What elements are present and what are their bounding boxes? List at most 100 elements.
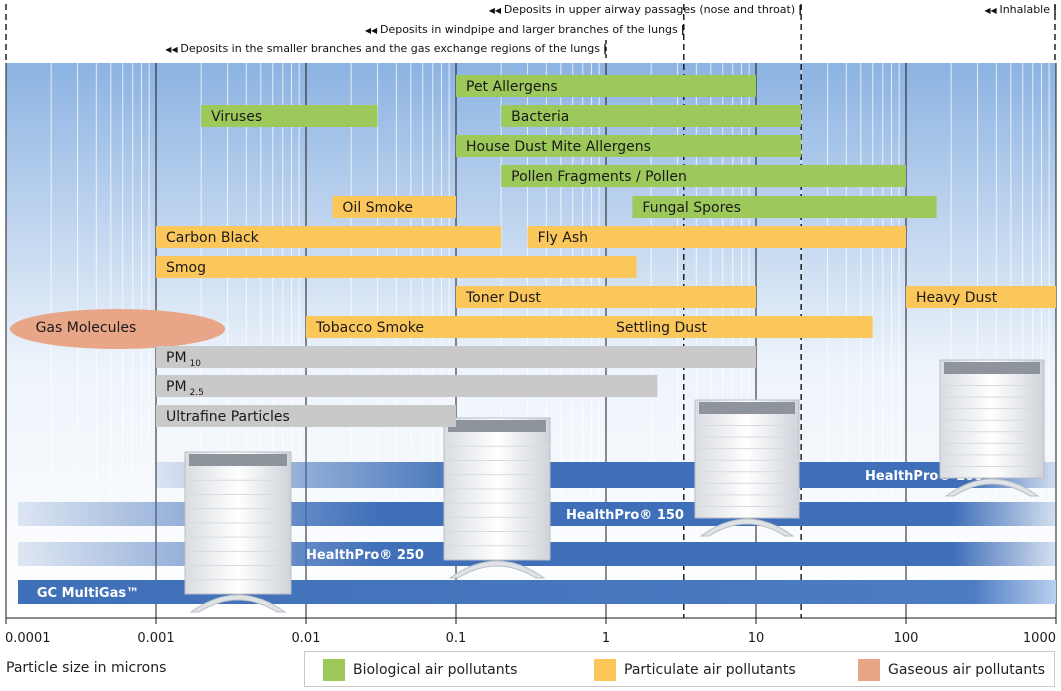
legend-label: Biological air pollutants [353,662,518,678]
pollutant-bar [332,196,456,218]
x-tick-label: 1 [602,631,610,646]
pollutant-name: Oil Smoke [342,200,413,216]
x-tick-label: 0.01 [292,631,321,646]
pollutant-bar [456,286,756,308]
pollutant-name: Ultrafine Particles [166,409,290,425]
pollutant-label: Heavy Dust [916,290,998,306]
pollutant-bar [156,346,756,368]
pollutant-name: House Dust Mite Allergens [466,139,651,155]
pollutant-bar [156,405,456,427]
zone-label: ◀◀ Deposits in upper airway passages (no… [489,3,795,16]
pollutant-subscript: 2.5 [190,388,204,398]
pollutant-name: Viruses [211,109,262,125]
x-tick-label: 10 [748,631,765,646]
pollutant-label: Tobacco Smoke [315,320,424,336]
pollutant-bar [156,256,637,278]
pollutant-label: Bacteria [511,109,569,125]
x-tick-label: 1000 [1023,631,1056,646]
pollutant-bar [906,286,1056,308]
pollutant-label: Pollen Fragments / Pollen [511,169,687,185]
filter-band [18,580,1056,604]
zone-text: Deposits in windpipe and larger branches… [380,23,678,36]
pollutant-label: Oil Smoke [342,200,413,216]
pollutant-name: Toner Dust [465,290,541,306]
purifier-base [448,560,546,579]
x-tick-label: 0.1 [446,631,467,646]
legend-item-biological: Biological air pollutants [323,658,517,682]
double-arrow-left-icon: ◀◀ [165,45,180,54]
legend-label: Particulate air pollutants [624,662,796,678]
legend: Biological air pollutants Particulate ai… [304,651,1055,687]
legend-swatch [594,659,616,681]
pollutant-name: Pet Allergens [466,79,558,95]
filter-label: GC MultiGas™ [37,586,139,601]
double-arrow-left-icon: ◀◀ [984,6,999,15]
filter-band [156,462,1056,488]
pollutant-label: Smog [166,260,206,276]
zone-label: ◀◀ Deposits in windpipe and larger branc… [365,23,678,36]
purifier-base [189,594,287,613]
purifier-base [699,518,795,537]
pollutant-name: Smog [166,260,206,276]
pollutant-label: Ultrafine Particles [166,409,290,425]
pollutant-subscript: 10 [190,359,202,369]
pollutant-bar [527,226,906,248]
purifier-base [944,478,1040,497]
pollutant-label: House Dust Mite Allergens [466,139,651,155]
pollutant-name: Bacteria [511,109,569,125]
pollutant-bar [156,226,502,248]
pollutant-name: Pollen Fragments / Pollen [511,169,687,185]
x-tick-label: 100 [894,631,919,646]
pollutant-bar [156,375,658,397]
purifier-grille [448,420,546,432]
pollutant-label: Carbon Black [166,230,260,246]
pollutant-ellipse [10,309,226,349]
pollutant-bar [501,165,906,187]
x-axis: 0.0001 0.001 0.01 0.1 1 10 100 1000 [5,617,1057,646]
pollutant-label: Gas Molecules [36,320,137,336]
pollutant-label: Fungal Spores [642,200,741,216]
purifier-grille [944,362,1040,374]
pollutant-name: Fly Ash [538,230,588,246]
pollutant-name: PM [166,350,187,366]
pollutant-label: Viruses [211,109,262,125]
pollutant-name: Heavy Dust [916,290,998,306]
double-arrow-left-icon: ◀◀ [489,6,504,15]
legend-item-gaseous: Gaseous air pollutants [858,658,1045,682]
legend-item-particulate: Particulate air pollutants [594,658,796,682]
air-purifier-icon [184,451,292,613]
pollutant-label: Fly Ash [538,230,588,246]
filter-label: HealthPro® 250 [306,548,424,563]
x-tick-label: 0.001 [137,631,174,646]
pollutant-bar [632,196,937,218]
legend-swatch [858,659,880,681]
air-purifier-icon [443,417,551,579]
air-purifier-icon [939,359,1045,497]
purifier-body [939,359,1045,479]
double-arrow-left-icon: ◀◀ [365,26,380,35]
pollutant-name: Carbon Black [166,230,260,246]
x-tick-label: 0.0001 [5,631,51,646]
pollutant-label: Pet Allergens [466,79,558,95]
pollutant-bar [306,316,606,338]
zone-label: ◀◀ Deposits in the smaller branches and … [165,42,600,55]
pollutant-bar [501,105,802,127]
pollutant-bar [456,135,802,157]
air-purifier-icon [694,399,800,537]
zone-label: ◀◀ Inhalable [984,3,1050,16]
legend-swatch [323,659,345,681]
pollutant-name: Tobacco Smoke [315,320,424,336]
zone-text: Deposits in upper airway passages (nose … [504,3,795,16]
legend-label: Gaseous air pollutants [888,662,1046,678]
pollutant-bar [456,75,756,97]
zone-text: Deposits in the smaller branches and the… [180,42,600,55]
pollutant-name: Settling Dust [616,320,707,336]
filter-label: HealthPro® 150 [566,508,684,523]
purifier-grille [189,454,287,466]
pollutant-name: Gas Molecules [36,320,137,336]
x-axis-label: Particle size in microns [6,660,167,676]
pollutant-bar [201,105,378,127]
